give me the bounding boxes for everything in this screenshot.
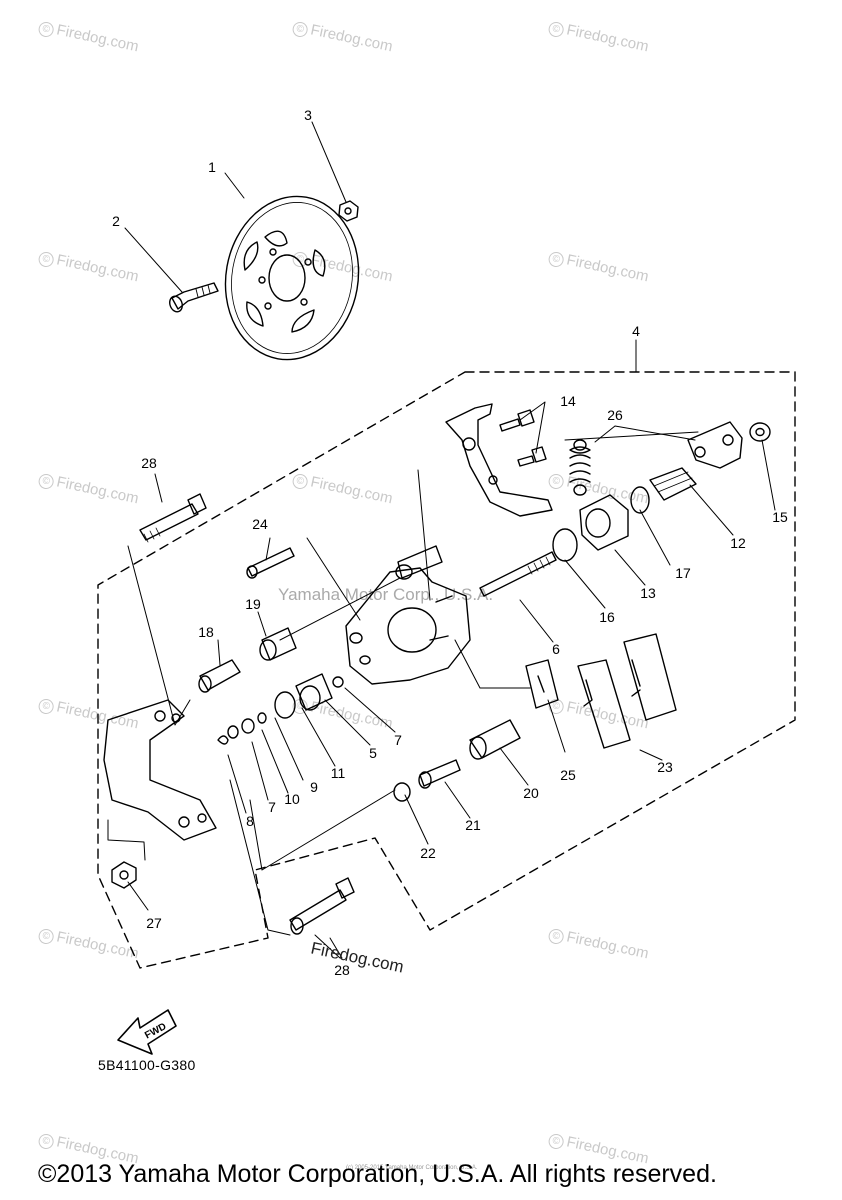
disc-bolt — [169, 282, 219, 313]
diagram-code: 5B41100-G380 — [98, 1057, 196, 1073]
callout-label: 1 — [208, 159, 216, 175]
callout-label: 7 — [268, 799, 276, 815]
callout-label: 15 — [772, 509, 788, 525]
bushing — [241, 718, 255, 734]
callout-label: 13 — [640, 585, 656, 601]
callout-label: 10 — [284, 791, 300, 807]
tiny-notice: (c) 2005-2015 Yamaha Motor Corporation, … — [346, 1165, 478, 1171]
callout-label: 21 — [465, 817, 481, 833]
callout-label: 28 — [141, 455, 157, 471]
guide-pin-bolt — [418, 759, 461, 789]
pin-boot — [259, 627, 297, 661]
copyright-notice: ©2013 Yamaha Motor Corporation, U.S.A. A… — [38, 1160, 717, 1188]
caliper-pin — [198, 659, 241, 693]
washer — [393, 782, 411, 802]
callout-label: 3 — [304, 107, 312, 123]
adjuster-screw — [649, 467, 697, 501]
callout-label: 27 — [146, 915, 162, 931]
forward-arrow — [117, 1009, 177, 1055]
bracket-nut — [111, 861, 137, 889]
callout-label: 24 — [252, 516, 268, 532]
callout-label: 18 — [198, 624, 214, 640]
bracket-bolt-long — [139, 493, 207, 543]
callout-label: 5 — [369, 745, 377, 761]
callout-label: 6 — [552, 641, 560, 657]
disc-nut — [338, 200, 359, 222]
pad-support-bracket — [445, 403, 553, 517]
return-spring — [569, 439, 591, 496]
leader-lines — [124, 121, 776, 959]
callout-label: 2 — [112, 213, 120, 229]
washer — [749, 422, 771, 442]
caliper-bolt — [246, 547, 295, 579]
o-ring — [257, 712, 267, 724]
caliper-body — [345, 545, 471, 685]
o-ring — [552, 528, 578, 562]
pad-spring — [525, 659, 559, 709]
callout-label: 22 — [420, 845, 436, 861]
callout-label: 16 — [599, 609, 615, 625]
callout-label: 9 — [310, 779, 318, 795]
guide-lines — [107, 431, 699, 936]
brake-pad — [623, 633, 677, 721]
center-watermark: Yamaha Motor Corp., U.S.A. — [278, 585, 494, 604]
washer — [332, 676, 344, 688]
callout-label: 8 — [246, 813, 254, 829]
guide-pin — [469, 719, 521, 760]
dust-seal — [274, 691, 296, 719]
callout-label: 28 — [334, 962, 350, 978]
piston — [579, 494, 629, 551]
bracket-bolt-long — [289, 877, 355, 935]
bracket-bolt — [499, 409, 535, 432]
caliper-shaft — [479, 551, 557, 597]
callout-label: 25 — [560, 767, 576, 783]
washer — [227, 725, 239, 739]
bracket-bolt — [517, 446, 547, 467]
callout-label: 20 — [523, 785, 539, 801]
brake-disc — [224, 195, 360, 361]
circlip — [217, 735, 229, 745]
callout-label: 17 — [675, 565, 691, 581]
callout-label: 12 — [730, 535, 746, 551]
callout-label: 7 — [394, 732, 402, 748]
o-ring — [630, 486, 650, 514]
assembly-boundary — [97, 371, 796, 969]
callout-label: 11 — [331, 765, 346, 781]
adjuster-plate — [687, 421, 743, 469]
caliper-bracket — [103, 699, 217, 841]
sleeve — [295, 673, 333, 711]
callout-label: 14 — [560, 393, 576, 409]
callout-label: 26 — [607, 407, 623, 423]
callout-label: 4 — [632, 323, 640, 339]
callout-label: 19 — [245, 596, 261, 612]
callout-label: 23 — [657, 759, 673, 775]
brake-pad — [577, 659, 631, 749]
